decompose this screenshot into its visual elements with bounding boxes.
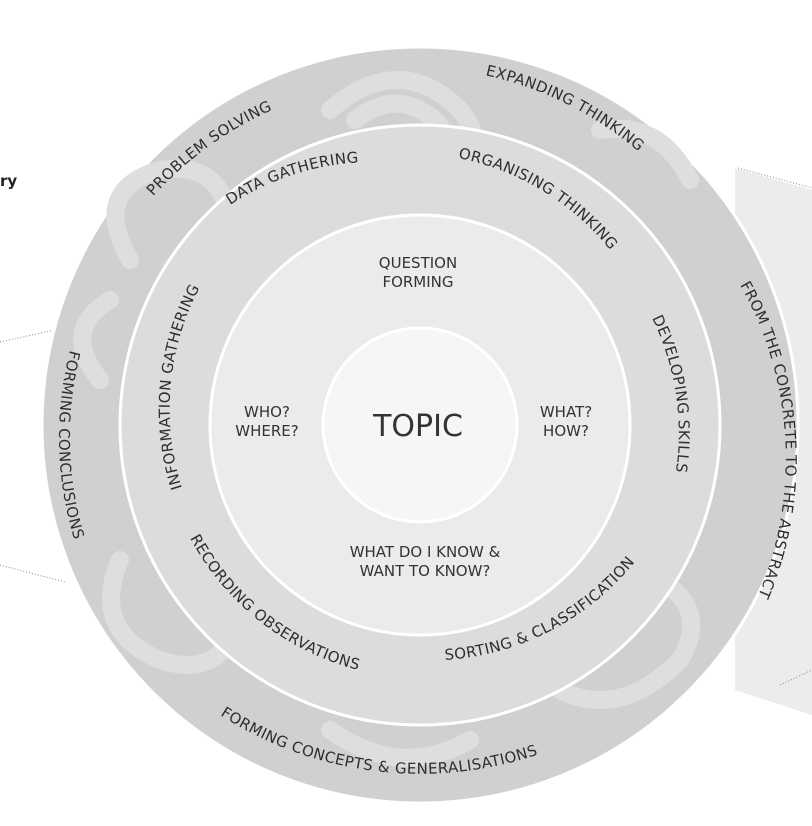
inner-label-left: WHO? WHERE? [235,403,298,440]
inner-top-line-2: FORMING [382,273,453,291]
inner-label-bottom: WHAT DO I KNOW & WANT TO KNOW? [350,543,501,580]
inner-bottom-line-2: WANT TO KNOW? [360,562,491,580]
inner-left-line-2: WHERE? [235,422,298,440]
inner-left-line-1: WHO? [244,403,290,421]
edge-text-fragment: ry [0,172,17,190]
center-label: TOPIC [372,409,463,444]
inner-label-right: WHAT? HOW? [540,403,592,440]
center-circle [321,326,519,524]
motif-pattern [73,71,701,767]
inner-label-top: QUESTION FORMING [379,254,457,291]
inner-right-line-1: WHAT? [540,403,592,421]
inner-bottom-line-1: WHAT DO I KNOW & [350,543,501,561]
inner-right-line-2: HOW? [543,422,589,440]
inner-top-line-1: QUESTION [379,254,457,272]
